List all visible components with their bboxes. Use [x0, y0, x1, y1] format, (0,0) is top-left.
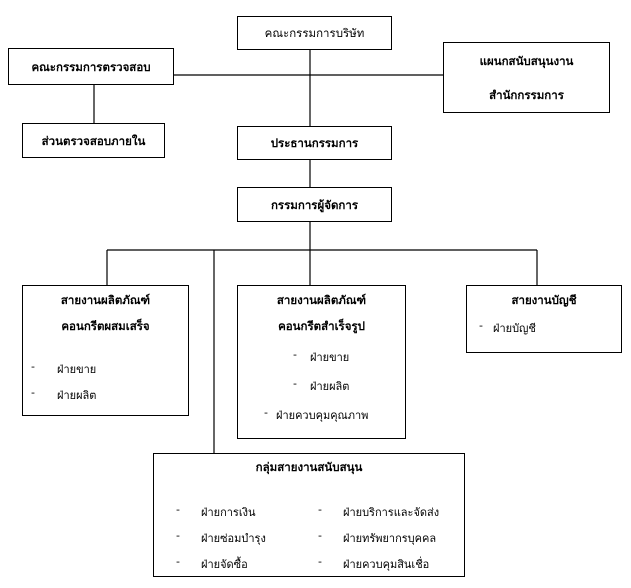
internal-audit-label: ส่วนตรวจสอบภายใน: [41, 133, 146, 148]
bullet-dash: -: [31, 360, 35, 373]
accounting-unit-box: สายงานบัญชี - ฝ่ายบัญชี: [466, 285, 622, 353]
readymix-unit-title1: สายงานผลิตภัณฑ์: [60, 293, 151, 307]
list-item: ฝ่ายผลิต: [310, 380, 350, 393]
readymix-unit-box: สายงานผลิตภัณฑ์ คอนกรีตผสมเสร็จ - ฝ่ายขา…: [22, 285, 189, 416]
list-item: ฝ่ายควบคุมคุณภาพ: [276, 409, 369, 422]
readymix-unit-title2: คอนกรีตผสมเสร็จ: [61, 319, 150, 333]
list-item: ฝ่ายซ่อมบำรุง: [201, 532, 266, 545]
list-item: ฝ่ายทรัพยากรบุคคล: [343, 532, 437, 545]
support-group-title: กลุ่มสายงานสนับสนุน: [255, 460, 363, 474]
bullet-dash: -: [318, 503, 322, 516]
bullet-dash: -: [264, 406, 268, 419]
list-item: ฝ่ายบัญชี: [493, 322, 536, 335]
precast-unit-title2: คอนกรีตสำเร็จรูป: [278, 319, 365, 333]
bullet-dash: -: [318, 529, 322, 542]
list-item: ฝ่ายควบคุมสินเชื่อ: [343, 558, 430, 571]
bullet-dash: -: [176, 555, 180, 568]
list-item: ฝ่ายขาย: [57, 363, 97, 376]
board-label: คณะกรรมการบริษัท: [264, 26, 365, 40]
audit-committee-label: คณะกรรมการตรวจสอบ: [31, 59, 151, 74]
bullet-dash: -: [293, 348, 297, 361]
support-office-line2: สำนักกรรมการ: [489, 88, 564, 102]
managing-director-label: กรรมการผู้จัดการ: [270, 197, 359, 212]
precast-unit-title1: สายงานผลิตภัณฑ์: [276, 293, 367, 307]
support-office-line1: แผนกสนับสนุนงาน: [479, 54, 574, 68]
audit-committee-box: คณะกรรมการตรวจสอบ: [8, 48, 174, 85]
list-item: ฝ่ายขาย: [310, 351, 350, 364]
board-box: คณะกรรมการบริษัท: [237, 16, 392, 50]
list-item: ฝ่ายผลิต: [57, 389, 97, 402]
support-office-box: แผนกสนับสนุนงาน สำนักกรรมการ: [443, 42, 610, 113]
bullet-dash: -: [176, 529, 180, 542]
bullet-dash: -: [176, 503, 180, 516]
bullet-dash: -: [31, 386, 35, 399]
internal-audit-box: ส่วนตรวจสอบภายใน: [22, 123, 165, 158]
bullet-dash: -: [293, 377, 297, 390]
chairman-label: ประธานกรรมการ: [270, 136, 359, 150]
list-item: ฝ่ายบริการและจัดส่ง: [343, 506, 440, 519]
list-item: ฝ่ายการเงิน: [201, 506, 256, 519]
precast-unit-box: สายงานผลิตภัณฑ์ คอนกรีตสำเร็จรูป - ฝ่ายข…: [237, 285, 406, 439]
support-group-box: กลุ่มสายงานสนับสนุน - ฝ่ายการเงิน - ฝ่าย…: [153, 453, 465, 577]
list-item: ฝ่ายจัดซื้อ: [201, 558, 248, 571]
accounting-unit-title: สายงานบัญชี: [511, 293, 577, 307]
chairman-box: ประธานกรรมการ: [237, 126, 392, 160]
bullet-dash: -: [479, 319, 483, 332]
managing-director-box: กรรมการผู้จัดการ: [237, 187, 392, 222]
bullet-dash: -: [318, 555, 322, 568]
